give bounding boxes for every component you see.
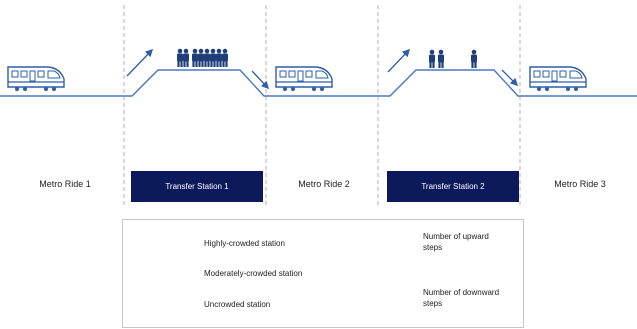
train-icon-ride-2 (275, 66, 333, 92)
track-line (0, 69, 637, 97)
transfer-station-1-box: Transfer Station 1 (131, 171, 263, 202)
legend-highly-crowded-label: Highly-crowded station (204, 239, 285, 248)
legend-downward-steps-label: Number of downward steps (423, 288, 500, 308)
train-icon-ride-1 (7, 66, 65, 92)
downward-arrow-icon-station-1 (251, 70, 270, 90)
metro-ride-2-label: Metro Ride 2 (298, 179, 350, 189)
crowd-icon-highly-crowded (177, 48, 228, 67)
upward-arrow-icon-station-2 (387, 48, 411, 73)
downward-arrow-icon-station-2 (501, 69, 519, 87)
segment-dividers (123, 5, 521, 205)
metro-ride-3-label: Metro Ride 3 (554, 179, 606, 189)
legend-box (122, 219, 524, 328)
crowd-icon-uncrowded (429, 49, 477, 68)
metro-ride-1-label: Metro Ride 1 (39, 179, 91, 189)
legend-uncrowded-label: Uncrowded station (204, 300, 271, 309)
transfer-station-2-box: Transfer Station 2 (387, 171, 519, 202)
legend-upward-steps-label: Number of upward steps (423, 232, 489, 252)
legend-moderately-crowded-label: Moderately-crowded station (204, 269, 303, 278)
upward-arrow-icon-station-1 (126, 48, 154, 77)
train-icon-ride-3 (529, 66, 587, 92)
